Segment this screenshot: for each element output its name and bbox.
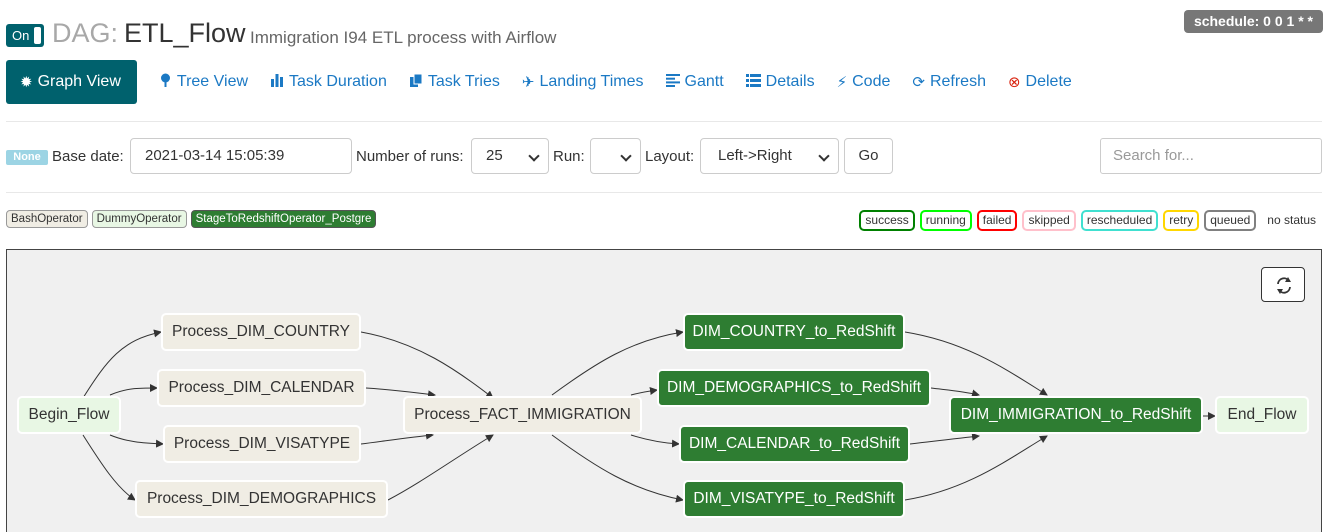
edge: [360, 431, 434, 445]
tab-label: Gantt: [684, 73, 724, 90]
edge: [930, 387, 980, 398]
tab-delete[interactable]: ⊗ Delete: [1008, 60, 1094, 104]
dag-view-nav: ✹ Graph View Tree View Task Duration Tas…: [6, 60, 1094, 104]
search-input[interactable]: Search for...: [1100, 138, 1322, 174]
task-node-dim-calendar-to-redshift[interactable]: DIM_CALENDAR_to_RedShift: [679, 425, 910, 463]
edge: [387, 434, 494, 501]
tab-label: Delete: [1025, 73, 1072, 90]
status-rescheduled[interactable]: rescheduled: [1080, 210, 1159, 231]
bar-chart-icon: [270, 73, 284, 91]
layout-select[interactable]: Left->Right: [700, 138, 839, 174]
legend-stage-operator: StageToRedshiftOperator_Postgre: [190, 210, 377, 228]
task-node-begin-flow[interactable]: Begin_Flow: [17, 396, 121, 434]
tab-label: Code: [852, 73, 891, 90]
status-running[interactable]: running: [919, 210, 972, 231]
task-node-process-dim-country[interactable]: Process_DIM_COUNTRY: [161, 313, 361, 351]
edge: [904, 435, 1048, 501]
edge: [551, 329, 684, 396]
dag-graph-canvas: Begin_Flow Process_DIM_COUNTRY Process_D…: [6, 249, 1322, 532]
status-no-status[interactable]: no status: [1261, 210, 1322, 231]
legend-dummy-operator: DummyOperator: [91, 210, 187, 228]
tab-refresh[interactable]: ⟳ Refresh: [912, 60, 1008, 104]
operator-legend: BashOperator DummyOperator StageToRedshi…: [6, 210, 377, 228]
task-node-dim-visatype-to-redshift[interactable]: DIM_VISATYPE_to_RedShift: [683, 480, 905, 518]
num-runs-label: Number of runs:: [356, 148, 464, 165]
flash-icon: ⚡: [836, 74, 848, 91]
edge: [909, 432, 980, 445]
status-failed[interactable]: failed: [976, 210, 1018, 231]
refresh-icon: ⟳: [912, 74, 925, 91]
graph-form: None Base date: 2021-03-14 15:05:39 Numb…: [6, 138, 1322, 174]
tab-label: Task Duration: [289, 73, 387, 90]
edge: [365, 387, 436, 399]
tab-details[interactable]: Details: [745, 60, 837, 104]
num-runs-select[interactable]: 25: [471, 138, 549, 174]
task-node-process-fact-immigration[interactable]: Process_FACT_IMMIGRATION: [403, 396, 642, 434]
tab-tree-view[interactable]: Tree View: [159, 60, 270, 104]
legend-bash-operator: BashOperator: [6, 210, 88, 228]
tab-label: Graph View: [37, 73, 121, 90]
edge: [904, 331, 1048, 396]
list-icon: [745, 73, 761, 91]
edge: [630, 387, 658, 396]
num-runs-value: 25: [486, 147, 503, 164]
dag-header: On DAG: ETL_Flow Immigration I94 ETL pro…: [0, 0, 1328, 56]
task-node-process-dim-visatype[interactable]: Process_DIM_VISATYPE: [163, 425, 361, 463]
task-node-process-dim-demographics[interactable]: Process_DIM_DEMOGRAPHICS: [135, 480, 388, 518]
tab-graph-view[interactable]: ✹ Graph View: [6, 60, 137, 104]
tab-task-duration[interactable]: Task Duration: [270, 60, 409, 104]
task-node-dim-demographics-to-redshift[interactable]: DIM_DEMOGRAPHICS_to_RedShift: [657, 369, 931, 407]
task-node-process-dim-calendar[interactable]: Process_DIM_CALENDAR: [157, 369, 366, 407]
layout-value: Left->Right: [718, 147, 792, 164]
tab-code[interactable]: ⚡ Code: [837, 60, 913, 104]
remove-circle-icon: ⊗: [1007, 74, 1021, 91]
base-date-label: Base date:: [52, 148, 124, 165]
status-skipped[interactable]: skipped: [1022, 210, 1076, 231]
edge: [109, 384, 158, 396]
run-label: Run:: [553, 148, 585, 165]
tab-landing-times[interactable]: ✈ Landing Times: [522, 60, 666, 104]
status-retry[interactable]: retry: [1163, 210, 1200, 231]
layout-label: Layout:: [645, 148, 695, 165]
go-button[interactable]: Go: [844, 138, 893, 174]
toggle-label: On: [12, 28, 30, 43]
sun-icon: ✹: [20, 74, 33, 91]
status-success[interactable]: success: [859, 210, 915, 231]
tab-task-tries[interactable]: Task Tries: [409, 60, 522, 104]
edge: [109, 434, 164, 448]
tab-label: Tree View: [176, 73, 249, 90]
status-legend: success running failed skipped reschedul…: [859, 210, 1322, 231]
tree-icon: [159, 73, 172, 92]
tab-label: Refresh: [929, 73, 986, 90]
state-badge: None: [6, 150, 48, 165]
dag-title: ETL_Flow: [124, 18, 246, 48]
base-date-input[interactable]: 2021-03-14 15:05:39: [130, 138, 352, 174]
divider: [6, 121, 1322, 122]
edge: [82, 329, 162, 399]
divider: [6, 192, 1322, 193]
dag-pause-toggle[interactable]: On: [6, 24, 44, 47]
tab-label: Details: [765, 73, 815, 90]
task-node-dim-immigration-to-redshift[interactable]: DIM_IMMIGRATION_to_RedShift: [949, 396, 1203, 434]
run-select[interactable]: [590, 138, 641, 174]
schedule-badge: schedule: 0 0 1 * *: [1183, 10, 1323, 33]
graph-edges: [82, 329, 1216, 503]
refresh-icon: [1277, 277, 1291, 294]
duplicate-icon: [409, 73, 423, 92]
task-node-dim-country-to-redshift[interactable]: DIM_COUNTRY_to_RedShift: [683, 313, 905, 351]
edge: [360, 331, 494, 399]
dag-prefix: DAG:: [52, 18, 119, 48]
tab-label: Task Tries: [427, 73, 500, 90]
status-queued[interactable]: queued: [1204, 210, 1257, 231]
edge: [82, 434, 136, 501]
edge: [630, 434, 680, 448]
tab-label: Landing Times: [539, 73, 644, 90]
align-left-icon: [665, 73, 680, 91]
edge: [551, 434, 684, 503]
dag-description: Immigration I94 ETL process with Airflow: [250, 28, 557, 47]
tab-gantt[interactable]: Gantt: [665, 60, 746, 104]
task-node-end-flow[interactable]: End_Flow: [1215, 396, 1309, 434]
graph-refresh-button[interactable]: [1261, 267, 1305, 302]
plane-icon: ✈: [521, 74, 535, 91]
